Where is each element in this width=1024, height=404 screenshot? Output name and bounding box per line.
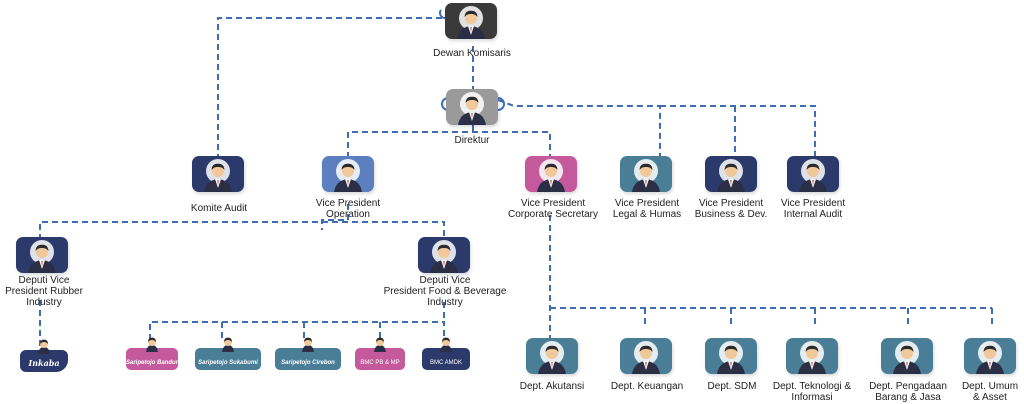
card-dvp-food [418, 237, 470, 273]
card-vp-legal [620, 156, 672, 192]
unit-inkaba: Inkaba [20, 339, 68, 372]
unit-bmc-amdk: BMC AMDK [422, 337, 470, 370]
card-dept-pengadaan [881, 338, 933, 374]
card-dept-keuangan [620, 338, 672, 374]
person-icon [374, 337, 386, 352]
card-vp-internal-audit [787, 156, 839, 192]
person-icon [538, 341, 566, 374]
label-dept-umum: Dept. Umum & Asset [961, 381, 1019, 403]
card-dept-umum [964, 338, 1016, 374]
person-icon [302, 337, 314, 352]
card-vp-business [705, 156, 757, 192]
person-icon [976, 341, 1004, 374]
person-icon [632, 159, 660, 192]
label-dvp-rubber: Deputi Vice President Rubber Industry [5, 275, 83, 308]
person-icon [204, 159, 232, 192]
card-dept-akutansi [526, 338, 578, 374]
label-dept-ti: Dept. Teknologi & Informasi [772, 381, 852, 403]
label-dept-pengadaan: Dept. Pengadaan Barang & Jasa [869, 381, 947, 403]
person-icon [457, 6, 485, 39]
unit-saripetojo-cirebon: Saripetojo Cirebon [275, 337, 341, 370]
card-direktur [446, 89, 498, 125]
label-vp-internal-audit: Vice President Internal Audit [780, 198, 846, 220]
card-dept-ti [786, 338, 838, 374]
person-icon [798, 341, 826, 374]
person-icon [440, 337, 452, 352]
person-icon [717, 341, 745, 374]
label-vp-business: Vice President Business & Dev. [694, 198, 768, 220]
label-dewan-komisaris: Dewan Komisaris [433, 48, 511, 59]
person-icon [38, 339, 50, 354]
person-icon [799, 159, 827, 192]
label-dept-akutansi: Dept. Akutansi [519, 381, 585, 392]
person-icon [28, 240, 56, 273]
label-vp-corsec: Vice President Corporate Secretary [507, 198, 599, 220]
unit-bmc-pb-mp: BMC PB & MP [355, 337, 405, 370]
label-komite-audit: Komite Audit [190, 203, 248, 214]
label-dept-sdm: Dept. SDM [707, 381, 757, 392]
card-dept-sdm [705, 338, 757, 374]
card-komite-audit [192, 156, 244, 192]
label-direktur: Direktur [454, 135, 490, 146]
label-vp-legal: Vice President Legal & Humas [612, 198, 682, 220]
label-dvp-food: Deputi Vice President Food & Beverage In… [383, 275, 507, 308]
person-icon [717, 159, 745, 192]
person-icon [537, 159, 565, 192]
person-icon [334, 159, 362, 192]
person-icon [893, 341, 921, 374]
unit-saripetojo-bandung: Saripetojo Bandung [126, 337, 183, 370]
person-icon [632, 341, 660, 374]
unit-saripetojo-sukabumi: Saripetojo Sukabumi [195, 337, 261, 370]
card-dewan-komisaris [445, 3, 497, 39]
label-dept-keuangan: Dept. Keuangan [610, 381, 684, 392]
person-icon [458, 92, 486, 125]
card-vp-corsec [525, 156, 577, 192]
card-dvp-rubber [16, 237, 68, 273]
person-icon [222, 337, 234, 352]
card-vp-operation [322, 156, 374, 192]
person-icon [430, 240, 458, 273]
person-icon [146, 337, 158, 352]
label-vp-operation: Vice President Operation [315, 198, 381, 220]
